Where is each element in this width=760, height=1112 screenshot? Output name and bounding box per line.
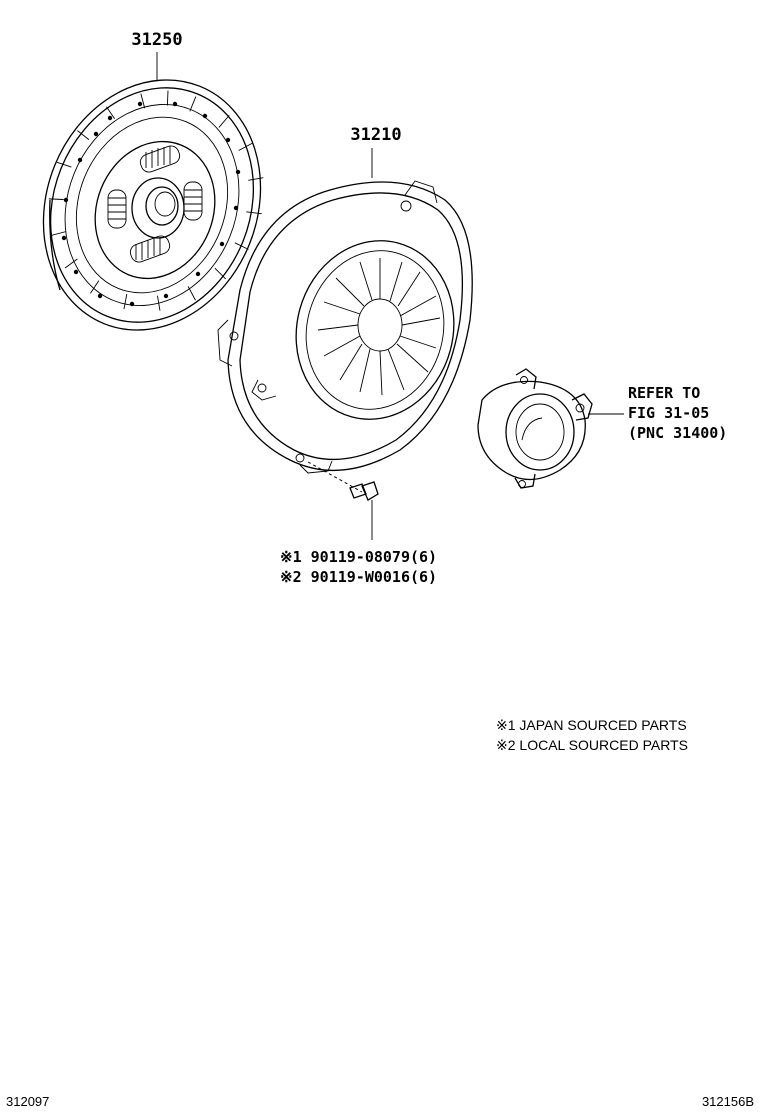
release-bearing-drawing	[477, 368, 624, 489]
footer-right-code: 312156B	[702, 1094, 754, 1109]
legend-note-local: ※2 LOCAL SOURCED PARTS	[496, 737, 688, 753]
bolt-part-number-japan: ※1 90119-08079(6)	[280, 548, 437, 566]
clutch-disc-drawing	[42, 52, 264, 331]
reference-line-1: REFER TO	[628, 384, 700, 402]
legend-note-japan: ※1 JAPAN SOURCED PARTS	[496, 717, 687, 733]
footer-left-code: 312097	[6, 1094, 49, 1109]
clutch-disc-part-number: 31250	[131, 30, 182, 50]
bolt-part-number-local: ※2 90119-W0016(6)	[280, 568, 437, 586]
reference-line-3: (PNC 31400)	[628, 424, 727, 442]
clutch-cover-part-number: 31210	[350, 125, 401, 145]
clutch-cover-drawing	[217, 148, 473, 474]
reference-line-2: FIG 31-05	[628, 404, 709, 422]
bolt-drawing	[307, 461, 379, 540]
